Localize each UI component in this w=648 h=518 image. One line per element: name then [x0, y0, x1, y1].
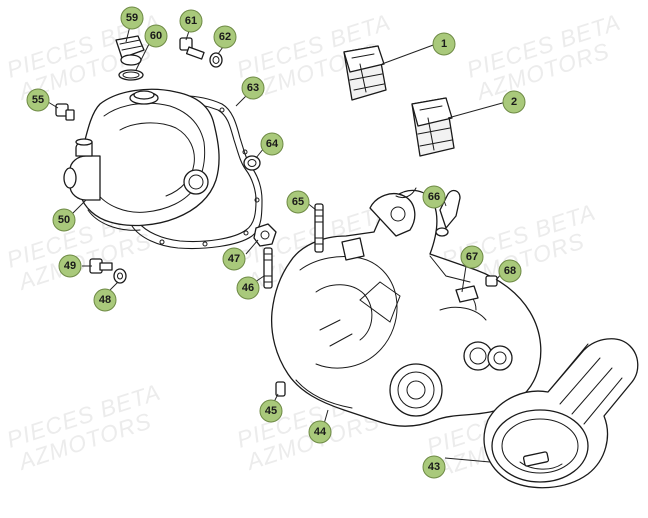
callout-number: 67 — [466, 251, 478, 263]
callout-48[interactable]: 48 — [93, 288, 117, 312]
callout-number: 55 — [32, 94, 44, 106]
callout-61[interactable]: 61 — [179, 9, 203, 33]
callout-marker — [26, 88, 50, 112]
callout-2[interactable]: 2 — [502, 90, 526, 114]
crankcase — [270, 187, 542, 427]
callout-63[interactable]: 63 — [241, 76, 265, 100]
callout-47[interactable]: 47 — [222, 247, 246, 271]
callout-marker — [286, 190, 310, 214]
callout-marker — [144, 24, 168, 48]
bushing-64 — [243, 155, 261, 171]
clutch-cover-group — [63, 88, 263, 249]
callout-50[interactable]: 50 — [52, 208, 76, 232]
nut-47 — [253, 223, 277, 247]
callout-1[interactable]: 1 — [432, 32, 456, 56]
o-ring-60 — [118, 69, 144, 81]
callout-number: 62 — [219, 31, 231, 43]
callout-49[interactable]: 49 — [58, 254, 82, 278]
callout-number: 46 — [242, 282, 254, 294]
callout-number: 61 — [185, 15, 197, 27]
callout-number: 43 — [428, 461, 440, 473]
oil-filler-cap-59 — [115, 35, 145, 66]
callout-marker — [213, 25, 237, 49]
callout-marker — [52, 208, 76, 232]
callout-marker — [308, 420, 332, 444]
callout-marker — [93, 288, 117, 312]
callout-number: 49 — [64, 260, 76, 272]
callout-number: 68 — [504, 265, 516, 277]
pin-45 — [275, 381, 286, 397]
callout-number: 50 — [58, 214, 70, 226]
callout-marker — [432, 32, 456, 56]
callouts: 1 2 43 44 45 46 47 48 49 50 55 59 60 61 … — [26, 6, 526, 479]
callout-marker — [241, 76, 265, 100]
callout-number: 60 — [150, 30, 162, 42]
callout-number: 59 — [126, 12, 138, 24]
callout-59[interactable]: 59 — [120, 6, 144, 30]
callout-number: 63 — [247, 82, 259, 94]
callout-marker — [120, 6, 144, 30]
callout-67[interactable]: 67 — [460, 245, 484, 269]
callout-marker — [422, 185, 446, 209]
callout-number: 47 — [228, 253, 240, 265]
callout-45[interactable]: 45 — [259, 399, 283, 423]
reed-valve-2 — [411, 97, 455, 157]
callout-68[interactable]: 68 — [498, 259, 522, 283]
callout-marker — [498, 259, 522, 283]
callout-marker — [222, 247, 246, 271]
callout-marker — [259, 399, 283, 423]
plug-55 — [55, 103, 75, 121]
callout-marker — [179, 9, 203, 33]
stud-bolt-65 — [314, 203, 324, 253]
callout-number: 66 — [428, 191, 440, 203]
callout-number: 2 — [511, 96, 517, 108]
callout-marker — [58, 254, 82, 278]
callout-marker — [460, 245, 484, 269]
callout-65[interactable]: 65 — [286, 190, 310, 214]
bolt-61 — [179, 37, 205, 60]
plug-68 — [485, 275, 498, 287]
callout-marker — [236, 276, 260, 300]
callout-64[interactable]: 64 — [260, 132, 284, 156]
callout-number: 44 — [314, 426, 327, 438]
callout-marker — [260, 132, 284, 156]
callout-44[interactable]: 44 — [308, 420, 332, 444]
callout-number: 1 — [441, 38, 447, 50]
callout-62[interactable]: 62 — [213, 25, 237, 49]
callout-66[interactable]: 66 — [422, 185, 446, 209]
callout-60[interactable]: 60 — [144, 24, 168, 48]
callout-number: 65 — [292, 196, 304, 208]
callout-number: 48 — [99, 294, 111, 306]
washer-48 — [113, 268, 127, 284]
callout-marker — [422, 455, 446, 479]
ignition-cover — [483, 338, 639, 489]
callout-marker — [502, 90, 526, 114]
callout-55[interactable]: 55 — [26, 88, 50, 112]
reed-valve-1 — [343, 45, 387, 101]
washer-62 — [209, 52, 223, 68]
stud-bolt-46 — [263, 247, 273, 289]
leader-lines — [47, 25, 507, 463]
elbow-fitting-66 — [435, 189, 461, 237]
callout-43[interactable]: 43 — [422, 455, 446, 479]
callout-number: 64 — [266, 138, 279, 150]
callout-46[interactable]: 46 — [236, 276, 260, 300]
callout-number: 45 — [265, 405, 277, 417]
